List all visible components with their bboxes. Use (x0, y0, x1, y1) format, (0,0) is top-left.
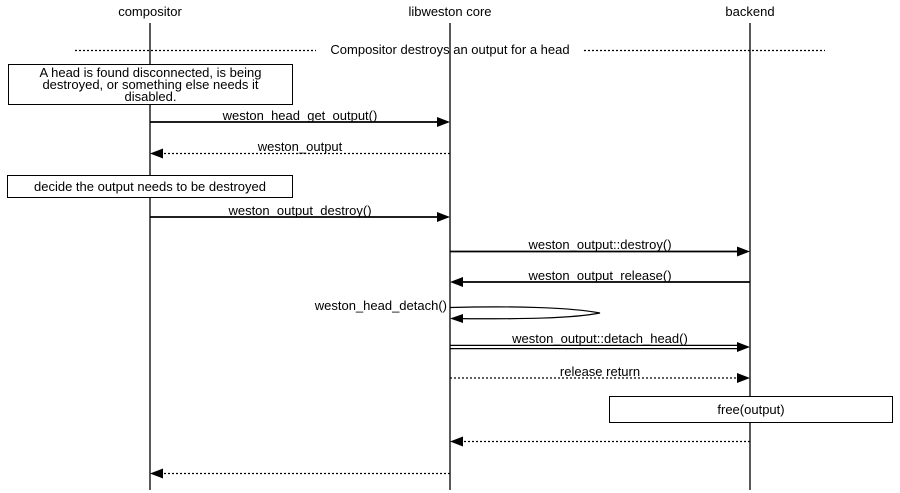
divider-title: Compositor destroys an output for a head (330, 42, 570, 57)
arrow-return-backend-to-core (450, 436, 750, 447)
actor-label-backend: backend (725, 4, 775, 19)
arrow-weston-output-vfunc-destroy (450, 246, 750, 257)
note-box-head-disconnected: A head is found disconnected, is being d… (8, 64, 293, 105)
message-label-weston-output-release: weston_output_release() (528, 268, 672, 283)
note-box-decide-destroy: decide the output needs to be destroyed (7, 175, 293, 198)
note-line: disabled. (124, 89, 177, 104)
arrow-weston-output-detach-head (450, 342, 750, 352)
note-line: A head is found disconnected, is being (39, 65, 262, 80)
arrow-weston-head-get-output (150, 117, 450, 127)
arrow-weston-head-detach-self-loop (449, 306, 601, 323)
message-label-weston-output-detach-head: weston_output::detach_head() (512, 331, 688, 346)
action-box-free-output: free(output) (609, 396, 893, 423)
arrow-weston-output-release (450, 277, 750, 287)
note-line: destroyed, or something else needs it (42, 77, 259, 92)
message-label-weston-output: weston_output (257, 139, 343, 154)
arrow-weston-output-return (150, 148, 450, 159)
arrow-release-return (450, 373, 750, 383)
message-label-weston-head-get-output: weston_head_get_output() (222, 108, 378, 123)
message-label-release-return: release return (559, 364, 641, 379)
note-line: decide the output needs to be destroyed (33, 179, 266, 194)
arrow-return-core-to-compositor (150, 468, 450, 479)
actor-label-libweston-core: libweston core (408, 4, 492, 19)
message-label-weston-output-destroy: weston_output_destroy() (228, 203, 372, 218)
message-label-weston-head-detach: weston_head_detach() (314, 298, 447, 313)
message-label-weston-output-vfunc-destroy: weston_output::destroy() (528, 237, 672, 252)
arrow-weston-output-destroy (150, 212, 450, 222)
actor-label-compositor: compositor (118, 4, 182, 19)
